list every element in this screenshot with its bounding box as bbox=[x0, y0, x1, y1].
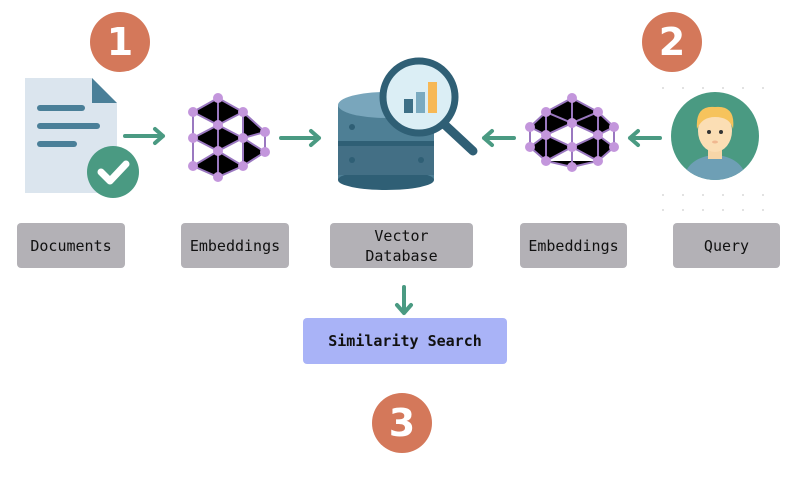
vector-database-label: Vector Database bbox=[330, 223, 473, 268]
step-3-badge: 3 bbox=[372, 393, 432, 453]
arrow-down-icon bbox=[395, 285, 413, 315]
embeddings-label-left: Embeddings bbox=[181, 223, 289, 268]
user-avatar-icon bbox=[662, 87, 764, 211]
query-label: Query bbox=[673, 223, 780, 268]
arrow-left-icon bbox=[628, 129, 662, 147]
documents-label: Documents bbox=[17, 223, 125, 268]
vector-database-icon bbox=[338, 57, 478, 190]
vector-database-label-line2: Database bbox=[365, 246, 438, 265]
arrow-right-icon bbox=[123, 127, 165, 145]
arrow-right-icon bbox=[279, 129, 321, 147]
step-1-badge: 1 bbox=[90, 12, 150, 72]
document-icon bbox=[25, 78, 139, 198]
arrow-left-icon bbox=[482, 129, 516, 147]
embeddings-network-icon bbox=[525, 93, 619, 172]
vector-database-label-line1: Vector bbox=[374, 226, 429, 245]
similarity-search-box: Similarity Search bbox=[303, 318, 507, 364]
step-2-badge: 2 bbox=[642, 12, 702, 72]
embeddings-label-right: Embeddings bbox=[520, 223, 627, 268]
embeddings-network-icon bbox=[188, 93, 270, 182]
